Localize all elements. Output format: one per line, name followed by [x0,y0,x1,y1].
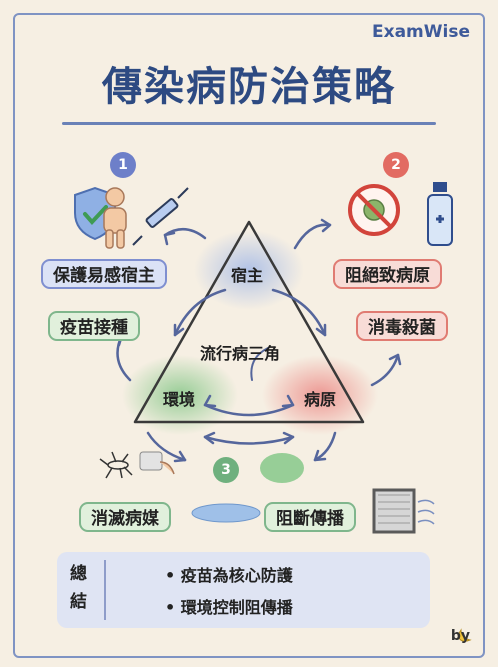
green-splotch [260,453,304,483]
spray-bottle-icon [427,182,453,246]
epidemiologic-triangle [122,220,378,435]
step-number-1: 1 [110,152,136,178]
summary-item-2: • 環境控制阻傳播 [165,598,293,617]
action-vaccination: 疫苗接種 [48,311,140,341]
action-block-pathogen: 阻絕致病原 [333,259,442,289]
action-kill-vectors: 消滅病媒 [79,502,171,532]
puddle-icon [191,503,261,523]
footer-credit: by [450,628,470,644]
banana-icon [457,628,472,642]
summary-heading: 總結 [70,564,87,612]
page-title: 傳染病防治策略 [102,64,396,110]
virus-prohibited-icon [348,184,400,236]
mosquito-icon [99,451,133,479]
border-frame [13,13,485,658]
step-number-2: 2 [383,152,409,178]
triangle-center-label: 流行病三角 [200,344,281,363]
action-block-transmission: 阻斷傳播 [264,502,356,532]
summary-box: 總結 • 疫苗為核心防護 • 環境控制阻傳播 [57,552,430,628]
action-protect-host: 保護易感宿主 [41,259,167,289]
step-number-3: 3 [213,457,239,483]
action-disinfect: 消毒殺菌 [356,311,448,341]
title-underline [62,122,436,125]
summary-divider [104,560,106,620]
triangle-host-label: 宿主 [231,266,264,285]
person-icon [103,187,127,249]
window-screen-icon [372,488,435,534]
cleaning-hand-icon [139,451,175,475]
triangle-environment-label: 環境 [163,390,196,409]
summary-item-1: • 疫苗為核心防護 [165,566,293,585]
triangle-pathogen-label: 病原 [304,390,337,409]
syringe-icon [132,187,189,246]
brand-logo: ExamWise [372,22,470,42]
